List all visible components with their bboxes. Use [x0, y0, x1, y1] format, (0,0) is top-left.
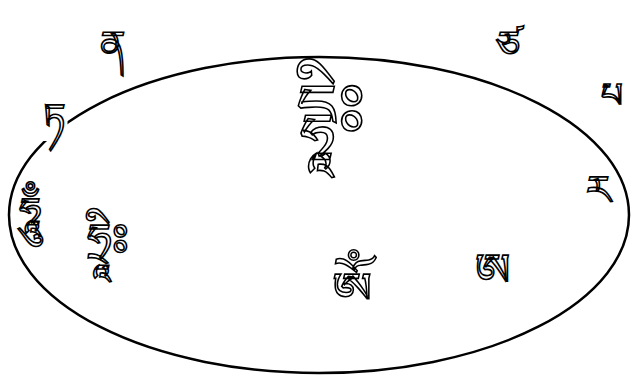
- mantra-syllable: ན: [98, 24, 127, 68]
- seed-syllable: དྷཱིཿ: [294, 69, 367, 152]
- mantra-syllable: ཨོཾ: [330, 263, 374, 321]
- mantra-syllable: ཏ: [41, 95, 68, 141]
- mantra-syllable: ཧྲཱིཿ: [85, 215, 131, 266]
- mantra-syllable: ཨ: [473, 245, 512, 296]
- mantra-syllable: ར: [584, 167, 613, 213]
- mantra-syllable: པ: [599, 76, 625, 115]
- mantra-syllable: ཧཱུྃ: [17, 189, 43, 235]
- mantra-syllable: ཙ: [494, 24, 522, 68]
- ring-ellipse: [9, 57, 629, 373]
